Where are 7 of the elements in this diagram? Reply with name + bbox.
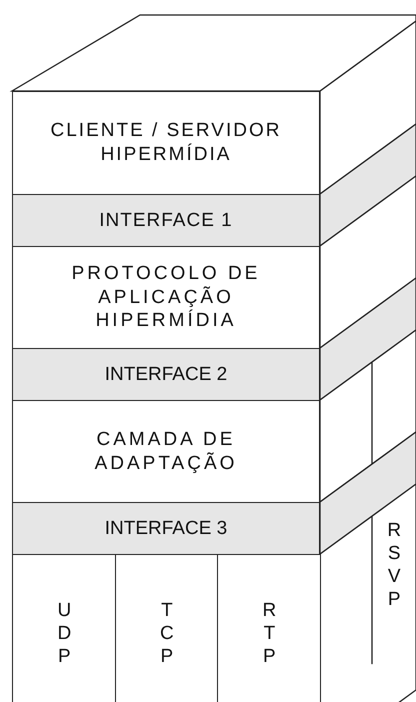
- interface-band: INTERFACE 3: [12, 502, 320, 555]
- layer-box: CLIENTE / SERVIDOR HIPERMÍDIA: [12, 91, 320, 195]
- interface-band: INTERFACE 1: [12, 194, 320, 247]
- layer-box: CAMADA DE ADAPTAÇÃO: [12, 400, 320, 503]
- layer-box: PROTOCOLO DE APLICAÇÃO HIPERMÍDIA: [12, 246, 320, 349]
- interface-band: INTERFACE 2: [12, 348, 320, 401]
- column-label: RSVP: [382, 520, 406, 612]
